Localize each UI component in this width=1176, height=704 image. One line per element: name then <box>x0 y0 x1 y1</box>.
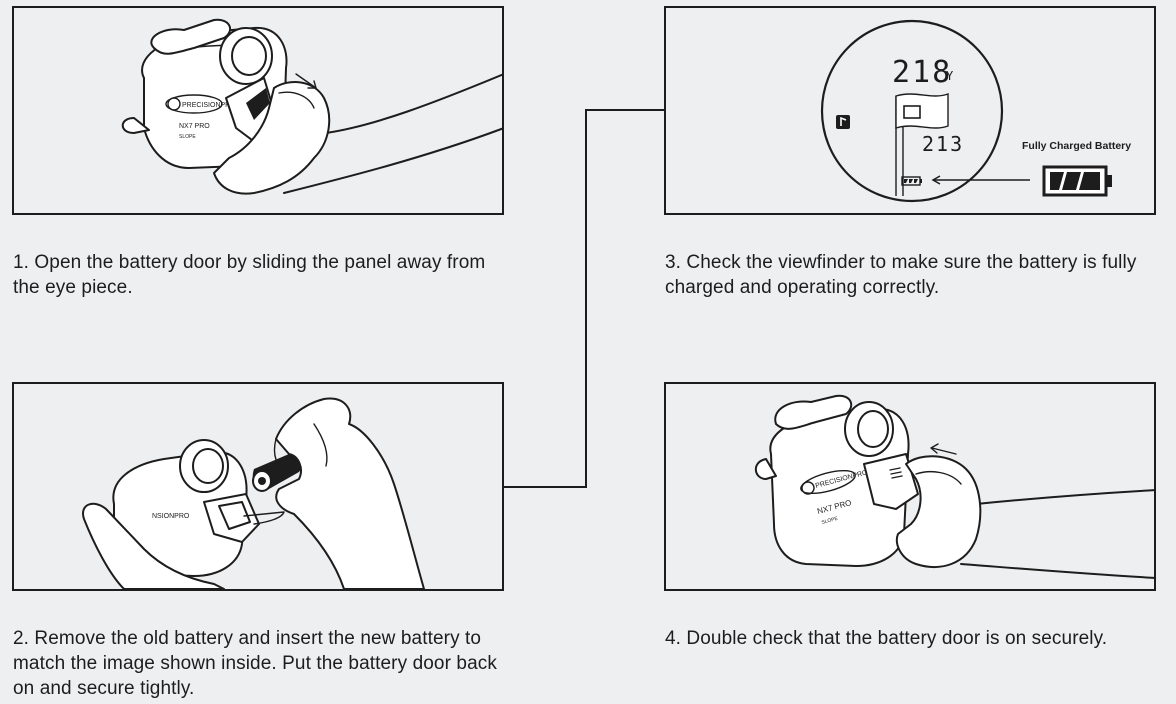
step-1-text: 1. Open the battery door by sliding the … <box>13 252 486 298</box>
distance-unit-label: Y <box>946 69 954 83</box>
step-3-illustration: 218 Y 213 Fully Charged Battery <box>664 6 1156 215</box>
device-brand-label-2: NSIONPRO <box>152 513 190 520</box>
battery-callout-label: Fully Charged Battery <box>1022 140 1131 152</box>
rangefinder-open-door-drawing: PRECISIONPRO NX7 PRO SLOPE <box>121 18 502 195</box>
rangefinder-close-door-drawing: PRECISIONPRO NX7 PRO SLOPE <box>754 394 1154 579</box>
flag-icon <box>895 93 949 129</box>
mode-indicator-icon <box>836 115 850 129</box>
device-model-label: NX7 PRO <box>179 123 210 130</box>
distance-top-readout: 218 <box>892 55 952 90</box>
viewfinder-display-drawing: 218 Y 213 Fully Charged Battery <box>820 19 1131 203</box>
step-2-text: 2. Remove the old battery and insert the… <box>13 628 497 699</box>
step-1-illustration: PRECISIONPRO NX7 PRO SLOPE <box>12 6 504 215</box>
device-variant-label: SLOPE <box>179 134 196 140</box>
step-2-illustration: NSIONPRO <box>12 382 504 591</box>
distance-bottom-readout: 213 <box>922 132 964 156</box>
step-4-illustration: PRECISIONPRO NX7 PRO SLOPE <box>664 382 1156 591</box>
step-3-text: 3. Check the viewfinder to make sure the… <box>665 252 1137 298</box>
rangefinder-battery-insert-drawing: NSIONPRO <box>82 397 425 589</box>
device-brand-label: PRECISIONPRO <box>182 102 236 109</box>
step-4-text: 4. Double check that the battery door is… <box>665 628 1108 649</box>
viewfinder-circle <box>820 19 1004 203</box>
device-variant-label-4: SLOPE <box>821 516 839 526</box>
